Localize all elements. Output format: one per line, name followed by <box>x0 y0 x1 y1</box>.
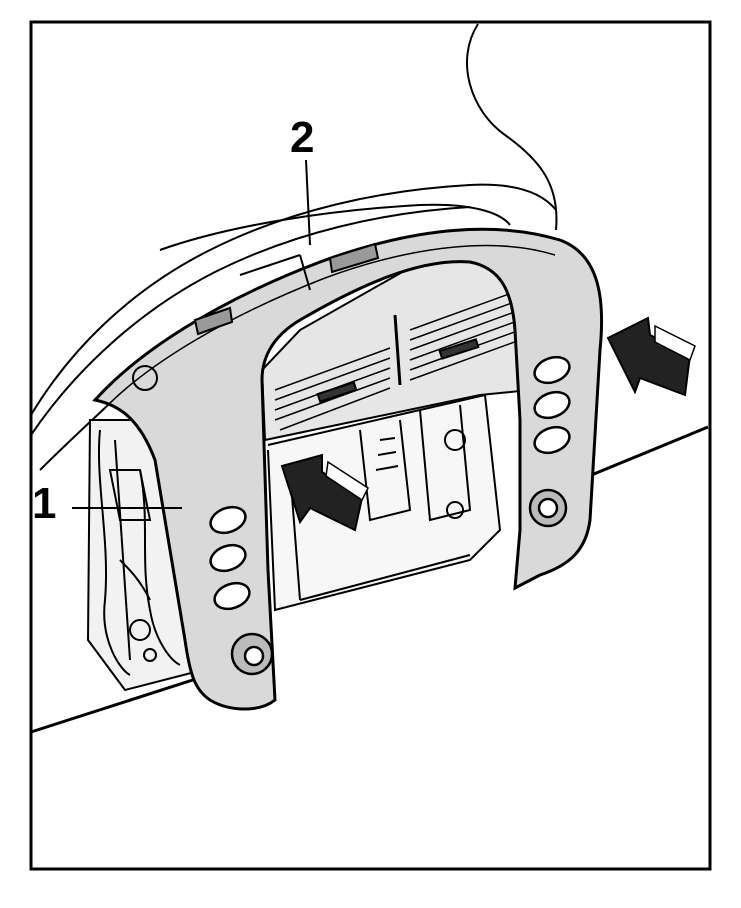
vent-housing <box>260 253 532 442</box>
callout-1: 1 <box>32 479 56 528</box>
bezel-holes-right <box>528 355 571 528</box>
callout-2: 2 <box>290 113 314 162</box>
figure-frame <box>29 20 712 871</box>
panel-details <box>132 242 380 391</box>
vent-cavity <box>267 393 502 612</box>
bezel-holes-left <box>209 505 274 676</box>
cable-line <box>466 23 558 231</box>
push-arrow-icon <box>606 316 696 397</box>
callout-leaders <box>72 159 311 509</box>
push-arrow-icon <box>280 453 369 532</box>
